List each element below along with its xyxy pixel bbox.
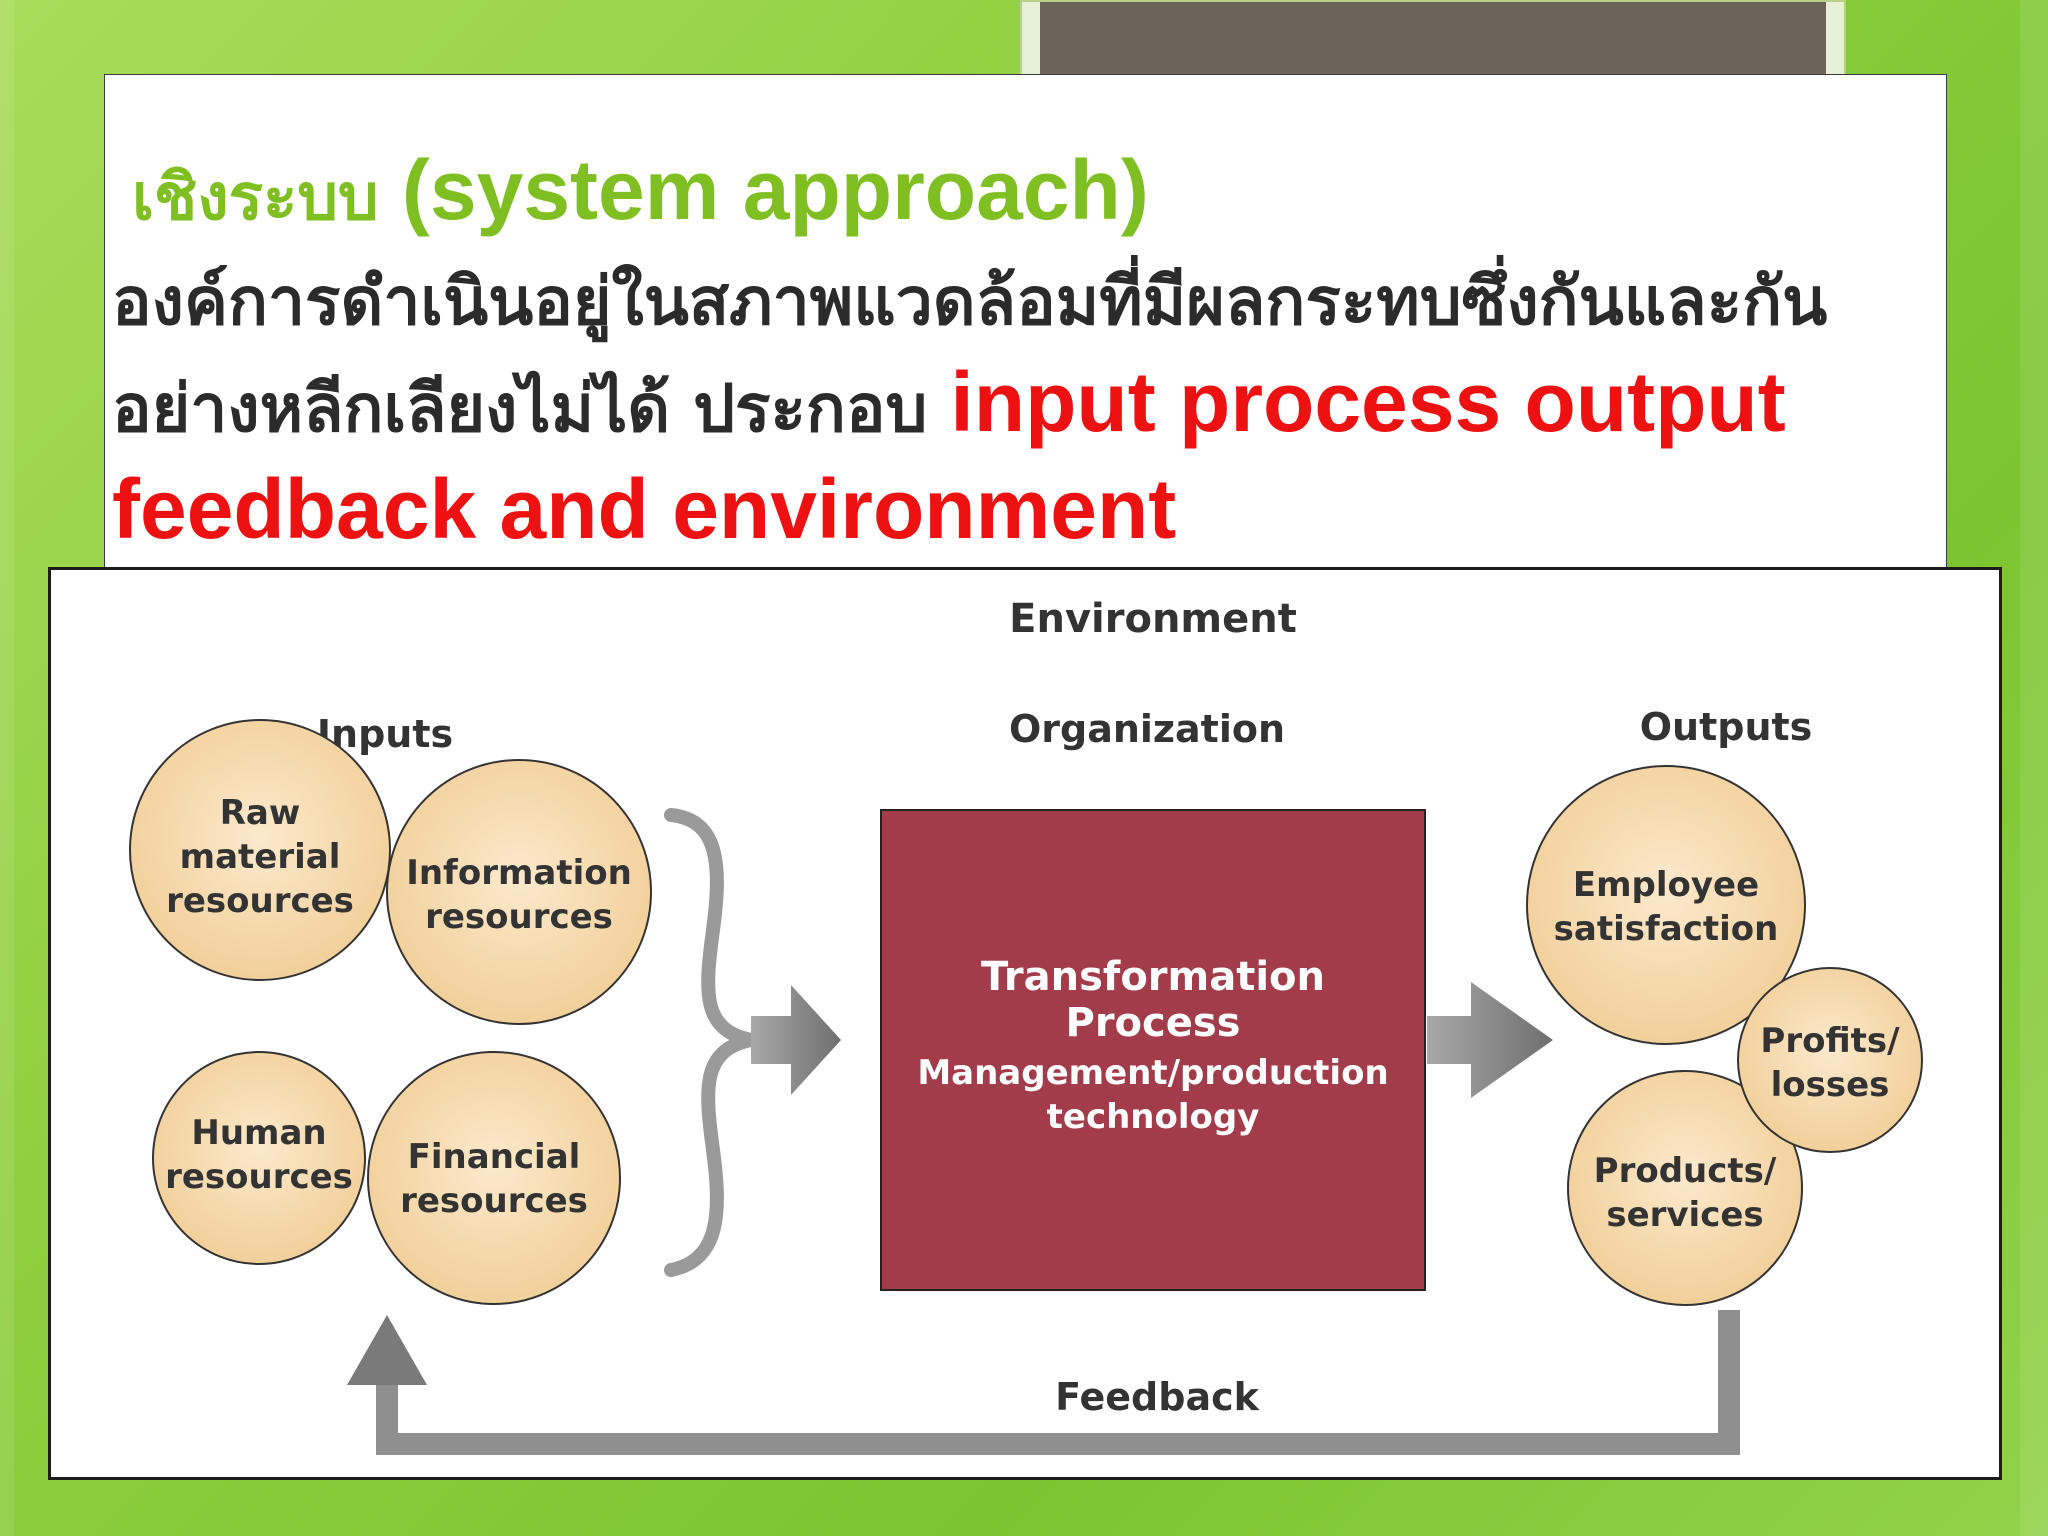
feedback-arrowhead [347,1315,427,1385]
input-raw-line1: Raw [220,793,301,833]
output-emp-line2: satisfaction [1554,909,1779,949]
output-profits-losses: Profits/ losses [1737,967,1923,1153]
output-emp-line1: Employee [1573,865,1759,905]
transformation-process-box: Transformation Process Management/produc… [880,809,1426,1291]
input-human-line2: resources [165,1157,353,1197]
input-fin-line1: Financial [408,1137,581,1177]
input-raw-line3: resources [166,881,354,921]
input-raw-line2: material [180,837,341,877]
slide-body: องค์การดำเนินอยู่ในสภาพแวดล้อมที่มีผลกระ… [112,252,1912,566]
output-arrow [1427,982,1553,1098]
output-prod-line1: Products/ [1594,1151,1777,1191]
input-human-line1: Human [191,1113,326,1153]
process-title-line1: Transformation [981,954,1325,1000]
input-brace [664,808,753,1277]
organization-heading: Organization [1009,707,1285,751]
input-arrow [751,985,841,1095]
title-english: (system approach) [401,143,1149,237]
process-sub-line2: technology [1047,1097,1260,1137]
process-sub-line1: Management/production [917,1053,1388,1093]
input-info-line1: Information [406,853,632,893]
output-profit-line1: Profits/ [1760,1021,1900,1061]
title-thai: เชิงระบบ [132,161,379,235]
output-products-services: Products/ services [1567,1070,1803,1306]
input-information: Information resources [386,759,652,1025]
process-title-line2: Process [1066,1000,1241,1046]
background-stripe [2020,0,2048,1536]
input-fin-line2: resources [400,1181,588,1221]
system-diagram: Environment Inputs Organization Outputs … [48,567,2002,1480]
input-raw-material: Raw material resources [129,719,391,981]
body-red: input process output feedback and enviro… [112,355,1786,556]
feedback-label: Feedback [1055,1375,1260,1419]
environment-heading: Environment [1009,596,1297,642]
input-financial: Financial resources [367,1051,621,1305]
body-thai: องค์การดำเนินอยู่ในสภาพแวดล้อมที่มีผลกระ… [112,263,1828,447]
output-profit-line2: losses [1771,1065,1890,1105]
outputs-heading: Outputs [1640,705,1813,749]
output-prod-line2: services [1606,1195,1763,1235]
feedback-loop-arrow [376,1310,1740,1455]
diagram-canvas: Environment Inputs Organization Outputs … [129,596,1923,1455]
input-info-line2: resources [425,897,613,937]
slide-title: เชิงระบบ (system approach) [132,140,1149,248]
input-human: Human resources [152,1051,366,1265]
output-employee-satisfaction: Employee satisfaction [1526,765,1806,1045]
background-stripe [0,0,14,1536]
